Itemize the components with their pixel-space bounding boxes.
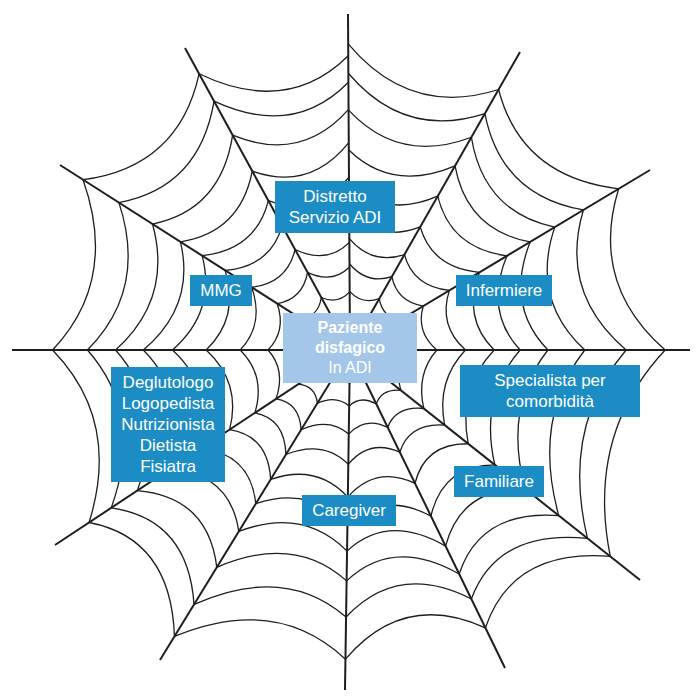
node-label: Distretto Servizio ADI <box>285 186 385 228</box>
node-label: Logopedista <box>121 393 215 414</box>
web-thread <box>301 424 349 434</box>
web-thread <box>577 210 626 350</box>
web-thread <box>239 523 347 551</box>
web-thread <box>349 150 455 176</box>
family-box: Familiare <box>454 466 544 497</box>
web-thread <box>53 180 96 350</box>
web-thread <box>499 89 619 188</box>
web-thread <box>347 557 460 581</box>
node-label: Familiare <box>464 471 534 492</box>
web-thread <box>53 350 100 522</box>
web-thread <box>230 430 271 480</box>
node-label: Specialista per comorbidità <box>470 370 630 412</box>
caregiver-box: Caregiver <box>302 495 396 526</box>
web-thread <box>217 553 347 581</box>
web-thread <box>459 515 559 574</box>
node-label: Fisiatra <box>121 456 215 477</box>
district-box: Distretto Servizio ADI <box>275 181 395 233</box>
web-thread <box>199 56 348 91</box>
web-thread <box>348 44 498 97</box>
node-label: In ADI <box>293 358 407 378</box>
web-thread <box>349 423 388 434</box>
web-thread <box>420 227 479 272</box>
web-thread <box>446 489 526 546</box>
web-thread <box>194 587 346 617</box>
web-thread <box>321 292 349 300</box>
web-thread <box>277 272 307 303</box>
node-label: Dietista <box>121 435 215 456</box>
node-label: Nutrizionista <box>121 414 215 435</box>
web-thread <box>119 101 214 202</box>
web-thread <box>350 291 380 300</box>
web-thread <box>255 413 286 455</box>
web-thread <box>276 399 301 430</box>
web-thread <box>610 189 665 350</box>
web-thread <box>240 350 258 413</box>
web-thread <box>455 166 530 242</box>
web-thread <box>143 242 184 350</box>
node-label: Infermiere <box>466 280 543 301</box>
web-thread <box>268 350 280 399</box>
patient-box: Paziente disfagicoIn ADI <box>283 313 417 383</box>
web-thread <box>225 226 282 271</box>
web-thread <box>83 74 199 180</box>
web-thread <box>438 196 507 256</box>
web-thread <box>317 400 349 406</box>
web-thread <box>485 556 610 628</box>
web-thread <box>347 531 446 551</box>
web-thread <box>388 408 424 427</box>
web-thread <box>308 267 350 277</box>
gp-box: MMG <box>190 275 252 306</box>
web-thread <box>295 242 349 255</box>
web-thread <box>202 201 268 256</box>
web-thread <box>392 277 423 306</box>
web-thread <box>547 227 585 350</box>
web-spoke <box>350 350 640 580</box>
web-thread <box>299 384 318 403</box>
web-thread <box>268 304 280 350</box>
web-thread <box>348 448 399 465</box>
web-thread <box>422 350 437 409</box>
web-thread <box>349 239 404 258</box>
web-thread <box>346 584 471 617</box>
node-label: Caregiver <box>312 500 386 521</box>
web-thread <box>345 615 485 659</box>
web-thread <box>376 390 400 404</box>
node-label: MMG <box>200 280 242 301</box>
web-thread <box>116 224 158 350</box>
node-label: Paziente disfagico <box>293 318 407 358</box>
web-thread <box>252 249 295 287</box>
node-label: Deglutologo <box>121 372 215 393</box>
web-thread <box>421 306 437 350</box>
web-thread <box>349 110 472 146</box>
web-thread <box>349 264 391 279</box>
web-thread <box>485 114 583 210</box>
web-thread <box>174 620 345 659</box>
web-thread <box>471 137 554 227</box>
web-thread <box>349 400 376 406</box>
specialists-box: DeglutologoLogopedistaNutrizionistaDieti… <box>111 367 225 482</box>
web-thread <box>400 425 445 452</box>
specialist-box: Specialista per comorbidità <box>460 365 640 417</box>
web-thread <box>286 449 348 464</box>
web-thread <box>471 537 587 599</box>
nurse-box: Infermiere <box>456 275 553 306</box>
web-thread <box>153 135 233 224</box>
web-thread <box>252 143 349 178</box>
web-thread <box>89 522 174 636</box>
web-thread <box>111 508 194 605</box>
